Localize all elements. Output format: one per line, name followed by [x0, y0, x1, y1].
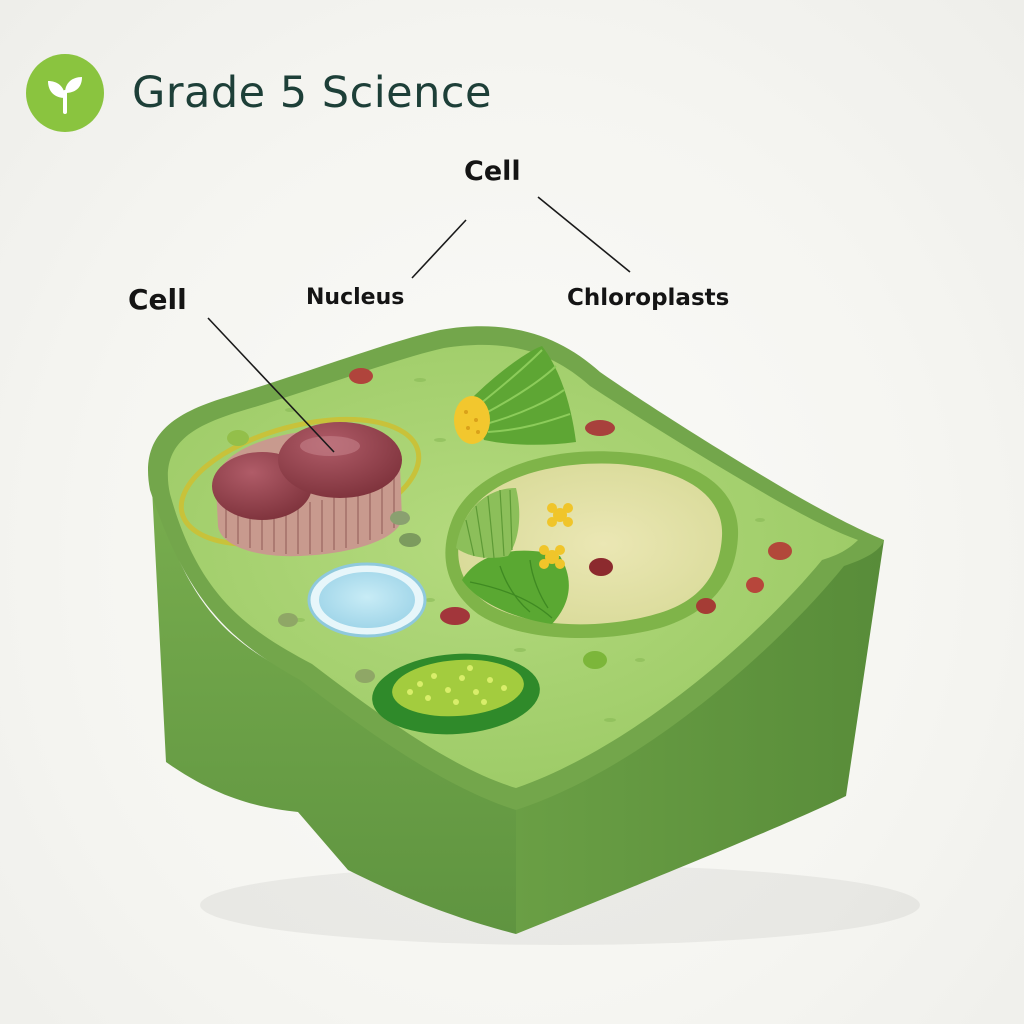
leader-line-nucleus	[411, 219, 467, 279]
yellow-granule-fan-dots	[464, 410, 480, 434]
label-cell-left: Cell	[128, 283, 187, 316]
leader-line-cell-left	[207, 317, 335, 453]
label-chloroplasts: Chloroplasts	[567, 285, 730, 311]
header: Grade 5 Science	[26, 54, 492, 132]
nucleus-highlight	[300, 436, 360, 456]
vesicle	[319, 572, 415, 628]
granule-dots	[407, 665, 507, 705]
cell-wall-front	[152, 488, 516, 934]
yellow-granule	[547, 503, 573, 527]
granule-body	[392, 659, 524, 717]
striated-organelle-lines	[465, 489, 513, 559]
chloroplast-fan-lines	[479, 349, 571, 433]
page-title: Grade 5 Science	[132, 68, 492, 118]
cell-wall-side	[516, 540, 884, 934]
chloroplast-lobe	[462, 550, 569, 624]
logo	[26, 54, 104, 132]
yellow-granule-fan	[454, 396, 490, 444]
sprout-icon	[48, 77, 82, 114]
small-organelles	[227, 368, 792, 683]
chloroplast-lobe-veins	[469, 559, 553, 619]
nucleus	[278, 422, 402, 498]
label-cell-top: Cell	[464, 156, 521, 187]
label-nucleus: Nucleus	[306, 285, 405, 310]
yellow-granule	[539, 545, 565, 569]
leader-line-chloroplasts	[537, 196, 631, 273]
